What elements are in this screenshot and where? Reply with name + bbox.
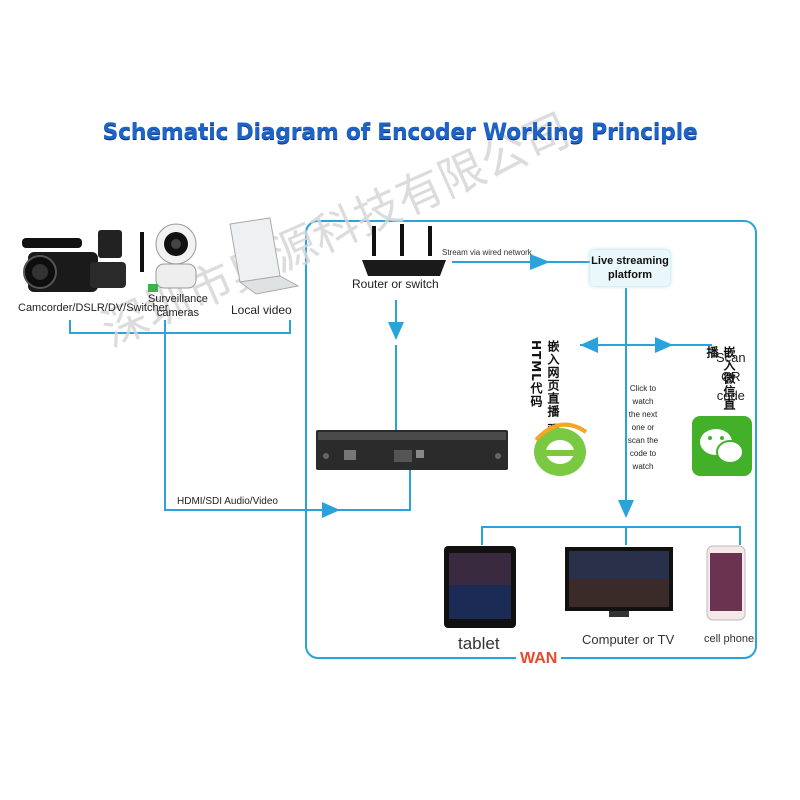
stream-label: Stream via wired network	[442, 248, 532, 257]
tv-icon	[565, 547, 673, 617]
scan-line: QR	[721, 369, 741, 384]
arrow-left-html	[580, 337, 598, 353]
router-label: Router or switch	[352, 277, 439, 291]
phone-icon	[706, 545, 746, 621]
ie-browser-icon	[534, 422, 588, 476]
platform-line-1: Live streaming	[591, 255, 669, 267]
click-line: watch	[632, 397, 654, 406]
scan-qr-text: Scan QR code	[716, 348, 746, 405]
camcorder-icon	[22, 230, 126, 292]
cell-phone-label: cell phone	[704, 633, 755, 645]
page-title: Schematic Diagram of Encoder Working Pri…	[102, 120, 698, 145]
scan-line: code	[716, 388, 745, 403]
surveillance-camera-icon	[140, 223, 197, 292]
tablet-label: tablet	[458, 634, 500, 653]
click-line: the next	[628, 410, 658, 419]
click-line: code to	[629, 449, 657, 458]
click-line: watch	[632, 462, 654, 471]
tablet-icon	[444, 546, 516, 628]
source-bus-line	[69, 320, 291, 334]
click-line: Click to	[629, 384, 657, 393]
click-line: scan the	[627, 436, 659, 445]
local-video-label: Local video	[231, 303, 292, 317]
click-line: one or	[631, 423, 655, 432]
wechat-icon	[692, 416, 752, 476]
arrow-down-devices	[618, 500, 634, 518]
live-streaming-platform: Live streaming platform	[590, 250, 670, 286]
surveillance-label-1: Surveillance	[148, 293, 208, 305]
router-icon	[362, 224, 446, 276]
wan-label: WAN	[516, 650, 562, 668]
computer-tv-label: Computer or TV	[582, 632, 675, 647]
embed-wechat-text: 嵌入微信直播	[705, 346, 736, 411]
embed-html-text: 嵌入网页直播 观看HTML代码	[529, 340, 560, 450]
surveillance-label-2: cameras	[156, 307, 200, 319]
scan-line: Scan	[716, 350, 746, 365]
hdmi-sdi-line	[164, 333, 330, 511]
device-bus-line	[481, 526, 741, 545]
arrow-down-router	[388, 322, 404, 340]
hdmi-sdi-label: HDMI/SDI Audio/Video	[177, 496, 278, 507]
arrow-right-platform	[530, 254, 550, 270]
encoder-icon	[316, 430, 508, 470]
laptop-icon	[229, 217, 300, 295]
camcorder-label: Camcorder/DSLR/DV/Switcher	[18, 302, 169, 314]
arrow-right-wechat	[655, 337, 673, 353]
arrow-right-encoder	[322, 502, 340, 518]
platform-line-2: platform	[608, 269, 652, 281]
click-to-watch-text: Click to watch the next one or scan the …	[626, 382, 660, 473]
